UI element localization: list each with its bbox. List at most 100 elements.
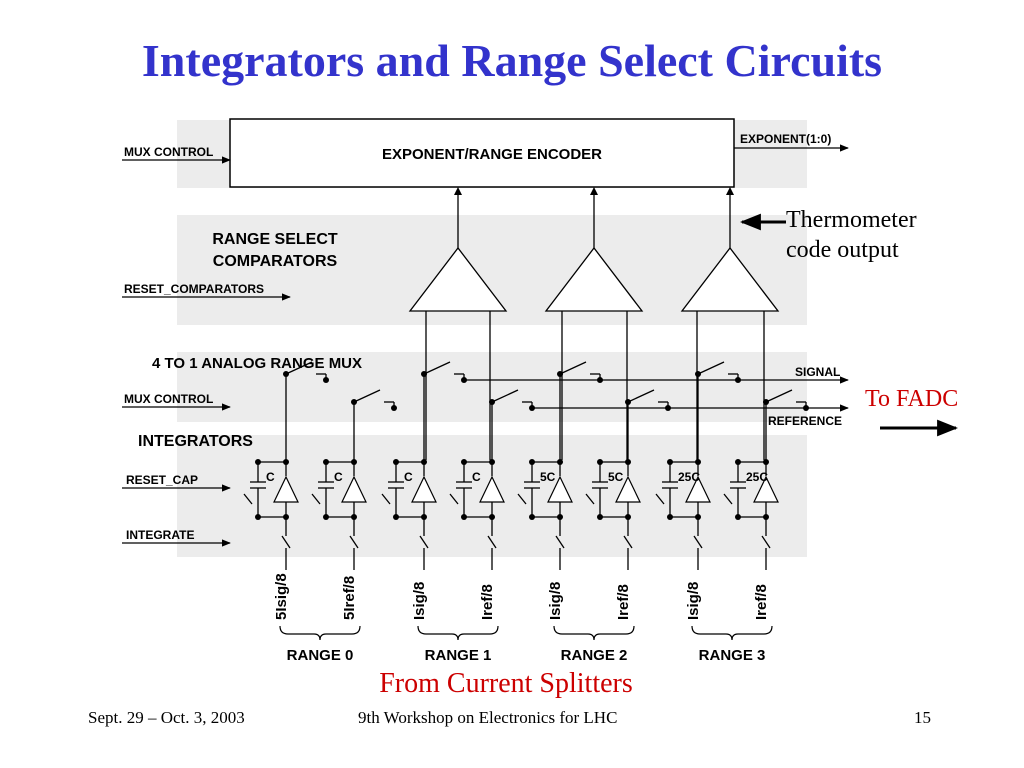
integrator-cell: C (381, 459, 437, 570)
input-current-label: Isig/8 (411, 582, 428, 620)
reset-switch-blade (449, 493, 459, 505)
integrate-switch-blade (281, 535, 291, 549)
capacitor-value-label: C (266, 470, 275, 484)
capacitor-value-label: 25C (678, 470, 700, 484)
mux-switch-blade (423, 361, 451, 375)
slide-title: Integrators and Range Select Circuits (141, 35, 883, 86)
range-bracket (417, 625, 499, 641)
signal-node-dot (597, 377, 603, 383)
range-bracket (553, 625, 635, 641)
comparator-arrow-head (726, 187, 734, 195)
mux-switch-blade (285, 361, 313, 375)
capacitor-value-label: C (334, 470, 343, 484)
integrate-switch-blade (555, 535, 565, 549)
range-label: RANGE 3 (699, 647, 766, 664)
integrator-cell: C (243, 459, 299, 570)
integrate-switch-blade (487, 535, 497, 549)
mux-switch-group (283, 361, 809, 460)
thermometer-note-line1: Thermometer (786, 207, 917, 233)
signal-label: SIGNAL (795, 365, 840, 379)
footer-date: Sept. 29 – Oct. 3, 2003 (88, 708, 245, 727)
integrate-switch-blade (623, 535, 633, 549)
reset-switch-blade (585, 493, 595, 505)
encoder-block (229, 118, 735, 188)
exponent-label: EXPONENT(1:0) (740, 132, 831, 146)
integrate-label: INTEGRATE (126, 528, 194, 542)
range-group: RANGE 0 RANGE 1 RANGE 2 RANGE 3 (279, 625, 773, 664)
integrator-group: C C C C 5C 5C 25C 25C (243, 459, 779, 570)
integrator-cell: C (449, 459, 505, 570)
integrate-switch-blade (349, 535, 359, 549)
mux-switch-blade (765, 389, 793, 403)
encoder-label: EXPONENT/RANGE ENCODER (382, 146, 602, 163)
reset-switch-blade (381, 493, 391, 505)
input-current-label: 5Isig/8 (273, 573, 290, 620)
reference-node-dot (803, 405, 809, 411)
footer-event: 9th Workshop on Electronics for LHC (358, 708, 618, 727)
integrate-switch-blade (419, 535, 429, 549)
input-current-label: Isig/8 (685, 582, 702, 620)
integrate-switch-blade (761, 535, 771, 549)
thermometer-note-line2: code output (786, 237, 899, 263)
thermometer-note: Thermometer code output (786, 205, 917, 265)
mux-switch-blade (559, 361, 587, 375)
reset-switch-blade (517, 493, 527, 505)
encoder-mux-control-label: MUX CONTROL (124, 145, 213, 159)
mux-control-label: MUX CONTROL (124, 392, 213, 406)
reference-node-dot (529, 405, 535, 411)
capacitor-value-label: 25C (746, 470, 768, 484)
integrate-switch-blade (693, 535, 703, 549)
reference-label: REFERENCE (768, 414, 842, 428)
comparator-triangle (680, 246, 780, 312)
comparators-label-line2: COMPARATORS (213, 253, 338, 270)
capacitor-value-label: C (404, 470, 413, 484)
reset-comparators-label: RESET_COMPARATORS (124, 282, 264, 296)
input-current-label: Iref/8 (615, 584, 632, 620)
range-mux-label: 4 TO 1 ANALOG RANGE MUX (152, 355, 362, 372)
integrator-cell: C (311, 459, 367, 570)
integrator-cell: 25C (655, 459, 711, 570)
comparator-arrow-head (454, 187, 462, 195)
comparator-arrow-head (590, 187, 598, 195)
reset-switch-blade (311, 493, 321, 505)
comparators-label-line1: RANGE SELECT (212, 231, 338, 248)
range-bracket (279, 625, 361, 641)
reset-switch-blade (655, 493, 665, 505)
reset-switch-blade (723, 493, 733, 505)
footer-page-number: 15 (914, 708, 931, 727)
reference-node-dot (391, 405, 397, 411)
input-current-label: 5Iref/8 (341, 576, 358, 620)
input-current-label: Isig/8 (547, 582, 564, 620)
capacitor-value-label: C (472, 470, 481, 484)
to-fadc-note: To FADC (865, 386, 959, 412)
mux-switch-blade (697, 361, 725, 375)
input-current-label: Iref/8 (479, 584, 496, 620)
comparator-group (408, 187, 780, 460)
reset-switch-blade (243, 493, 253, 505)
capacitor-value-label: 5C (608, 470, 624, 484)
from-splitters-note: From Current Splitters (379, 668, 633, 699)
range-bracket (691, 625, 773, 641)
range-label: RANGE 2 (561, 647, 628, 664)
signal-node-dot (461, 377, 467, 383)
mux-switch-blade (353, 389, 381, 403)
integrator-cell: 25C (723, 459, 779, 570)
reset-cap-label: RESET_CAP (126, 473, 198, 487)
range-label: RANGE 0 (287, 647, 354, 664)
capacitor-value-label: 5C (540, 470, 556, 484)
input-group: 5Isig/8 5Iref/8 Isig/8 Iref/8 Isig/8 Iref/8 Is… (273, 573, 770, 620)
range-label: RANGE 1 (425, 647, 492, 664)
comparator-triangle (544, 246, 644, 312)
signal-node-dot (323, 377, 329, 383)
integrator-cell: 5C (517, 459, 573, 570)
reference-node-dot (665, 405, 671, 411)
integrators-label: INTEGRATORS (138, 433, 253, 450)
mux-switch-blade (627, 389, 655, 403)
integrator-cell: 5C (585, 459, 641, 570)
comparator-triangle (408, 246, 508, 312)
mux-switch-blade (491, 389, 519, 403)
input-current-label: Iref/8 (753, 584, 770, 620)
signal-node-dot (735, 377, 741, 383)
